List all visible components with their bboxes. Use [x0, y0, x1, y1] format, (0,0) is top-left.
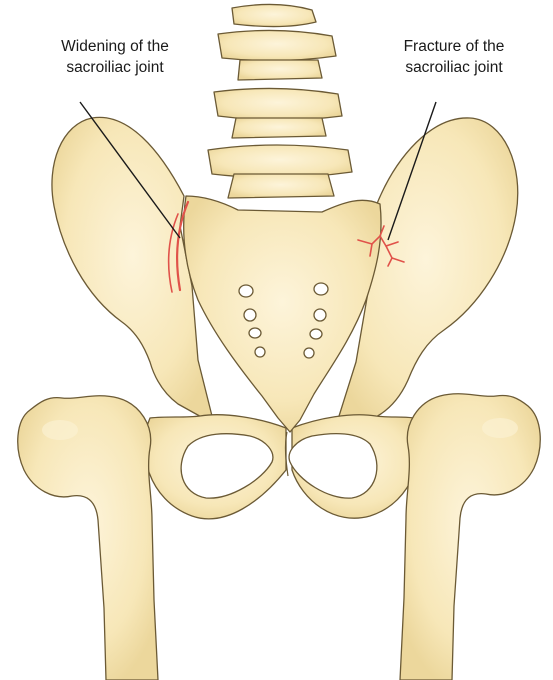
label-widening: Widening of the sacroiliac joint — [30, 36, 200, 78]
label-widening-line1: Widening of the — [30, 36, 200, 57]
label-widening-line2: sacroiliac joint — [30, 57, 200, 78]
label-fracture-line2: sacroiliac joint — [372, 57, 536, 78]
label-fracture-line1: Fracture of the — [372, 36, 536, 57]
left-femur — [18, 396, 158, 680]
lumbar-vertebrae — [208, 4, 352, 198]
label-fracture: Fracture of the sacroiliac joint — [372, 36, 536, 78]
right-femur — [400, 394, 540, 680]
